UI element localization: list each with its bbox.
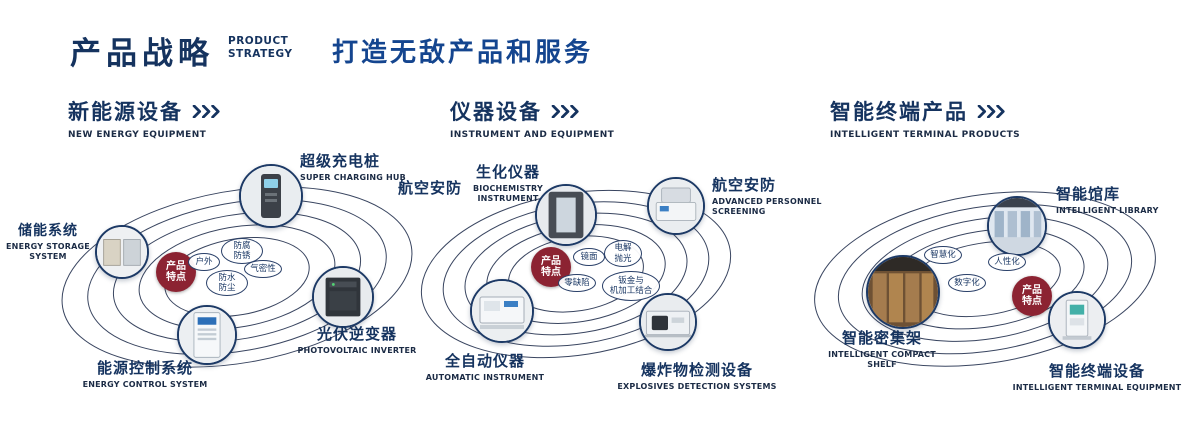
charging-pile-icon (241, 166, 301, 226)
label-aviation-security-left: 航空安防 (398, 177, 478, 198)
node-intelligent-library (987, 196, 1047, 256)
feature-bubble: 钣金与 机加工结合 (602, 271, 660, 301)
node-explosives-detection (639, 293, 697, 351)
label-energy-storage-system: 储能系统 ENERGY STORAGE SYSTEM (2, 220, 94, 263)
product-name-en: INTELLIGENT COMPACT SHELF (828, 350, 936, 370)
label-energy-control-system: 能源控制系统 ENERGY CONTROL SYSTEM (80, 357, 210, 390)
library-room-icon (989, 198, 1045, 254)
product-name-en: INTELLIGENT TERMINAL EQUIPMENT (1012, 383, 1182, 392)
product-name-en: BIOCHEMISTRY INSTRUMENT (473, 184, 543, 204)
product-name-en: ADVANCED PERSONNEL SCREENING (712, 197, 822, 217)
node-biochemistry-instrument (535, 184, 597, 246)
triple-chevron-icon (551, 104, 579, 118)
label-intelligent-terminal-equipment: 智能终端设备 INTELLIGENT TERMINAL EQUIPMENT (1012, 360, 1182, 393)
product-name: 超级充电桩 (300, 152, 381, 170)
security-portal-icon (537, 186, 595, 244)
product-name-en: PHOTOVOLTAIC INVERTER (297, 346, 417, 355)
product-name-en: ENERGY CONTROL SYSTEM (82, 380, 208, 389)
screening-machine-icon (649, 179, 703, 233)
feature-bubble: 数字化 (948, 274, 986, 292)
product-name: 智能馆库 (1056, 185, 1121, 203)
triple-chevron-icon (192, 104, 220, 118)
feature-bubble: 人性化 (988, 253, 1026, 271)
feature-bubble: 镜面 (573, 248, 605, 266)
product-name: 光伏逆变器 (316, 325, 397, 343)
section-subtitle-terminal: INTELLIGENT TERMINAL PRODUCTS (830, 130, 1020, 140)
conveyor-scanner-icon (641, 295, 695, 349)
feature-bubble: 户外 (188, 253, 220, 271)
node-intelligent-compact-shelf (866, 255, 940, 329)
label-explosives-detection: 爆炸物检测设备 EXPLOSIVES DETECTION SYSTEMS (612, 359, 782, 392)
feature-bubble: 智慧化 (924, 246, 962, 264)
product-name: 智能终端设备 (1048, 362, 1145, 380)
feature-bubble: 气密性 (244, 260, 282, 278)
label-intelligent-compact-shelf: 智能密集架 INTELLIGENT COMPACT SHELF (818, 327, 946, 371)
section-subtitle-instrument: INSTRUMENT AND EQUIPMENT (450, 130, 615, 140)
inverter-icon (314, 268, 372, 326)
triple-chevron-icon (977, 104, 1005, 118)
product-name-en: SUPER CHARGING HUB (300, 173, 406, 182)
node-photovoltaic-inverter (312, 266, 374, 328)
analyzer-icon (472, 281, 532, 341)
product-name: 生化仪器 (475, 163, 540, 181)
section-instrument-head: 仪器设备 INSTRUMENT AND EQUIPMENT (450, 96, 614, 140)
product-name-en: EXPLOSIVES DETECTION SYSTEMS (617, 382, 777, 391)
section-title-instrument: 仪器设备 (450, 100, 542, 124)
storage-cabinet-icon (97, 227, 147, 277)
product-name: 储能系统 (18, 223, 78, 239)
product-features-badge: 产品 特点 (1012, 276, 1052, 316)
section-title-terminal: 智能终端产品 (830, 100, 968, 124)
section-new-energy-head: 新能源设备 NEW ENERGY EQUIPMENT (68, 96, 224, 140)
page-subtitle: PRODUCT STRATEGY (228, 35, 293, 61)
page-title: 产品战略 (70, 36, 214, 72)
product-name: 全自动仪器 (444, 352, 525, 370)
product-name: 能源控制系统 (96, 359, 193, 377)
product-name-en: INTELLIGENT LIBRARY (1056, 206, 1159, 215)
feature-bubble: 防水 防尘 (206, 270, 248, 296)
product-name: 爆炸物检测设备 (640, 361, 753, 379)
node-intelligent-terminal-equipment (1048, 291, 1106, 349)
product-name: 航空安防 (398, 179, 463, 197)
control-cabinet-icon (179, 307, 235, 363)
compact-shelf-icon (868, 257, 938, 327)
node-automatic-instrument (470, 279, 534, 343)
label-automatic-instrument: 全自动仪器 AUTOMATIC INSTRUMENT (420, 350, 550, 383)
label-advanced-personnel-screening: 航空安防 ADVANCED PERSONNEL SCREENING (712, 174, 832, 218)
node-energy-storage-system (95, 225, 149, 279)
feature-bubble: 电解 抛光 (604, 240, 642, 267)
node-advanced-personnel-screening (647, 177, 705, 235)
section-title-new-energy: 新能源设备 (68, 100, 183, 124)
product-name: 航空安防 (712, 176, 777, 194)
section-terminal-head: 智能终端产品 INTELLIGENT TERMINAL PRODUCTS (830, 96, 1020, 140)
node-energy-control-system (177, 305, 237, 365)
label-biochemistry-instrument: 生化仪器 BIOCHEMISTRY INSTRUMENT (448, 161, 568, 205)
product-name-en: ENERGY STORAGE SYSTEM (6, 242, 90, 262)
page-tagline: 打造无敌产品和服务 (332, 38, 594, 68)
section-subtitle-new-energy: NEW ENERGY EQUIPMENT (68, 130, 207, 140)
label-intelligent-library: 智能馆库 INTELLIGENT LIBRARY (1056, 183, 1186, 216)
label-photovoltaic-inverter: 光伏逆变器 PHOTOVOLTAIC INVERTER (292, 323, 422, 356)
product-name-en: AUTOMATIC INSTRUMENT (425, 373, 545, 382)
kiosk-terminal-icon (1050, 293, 1104, 347)
label-super-charging-hub: 超级充电桩 SUPER CHARGING HUB (300, 150, 440, 183)
feature-bubble: 零缺陷 (558, 274, 596, 292)
node-super-charging-hub (239, 164, 303, 228)
product-name: 智能密集架 (841, 329, 922, 347)
